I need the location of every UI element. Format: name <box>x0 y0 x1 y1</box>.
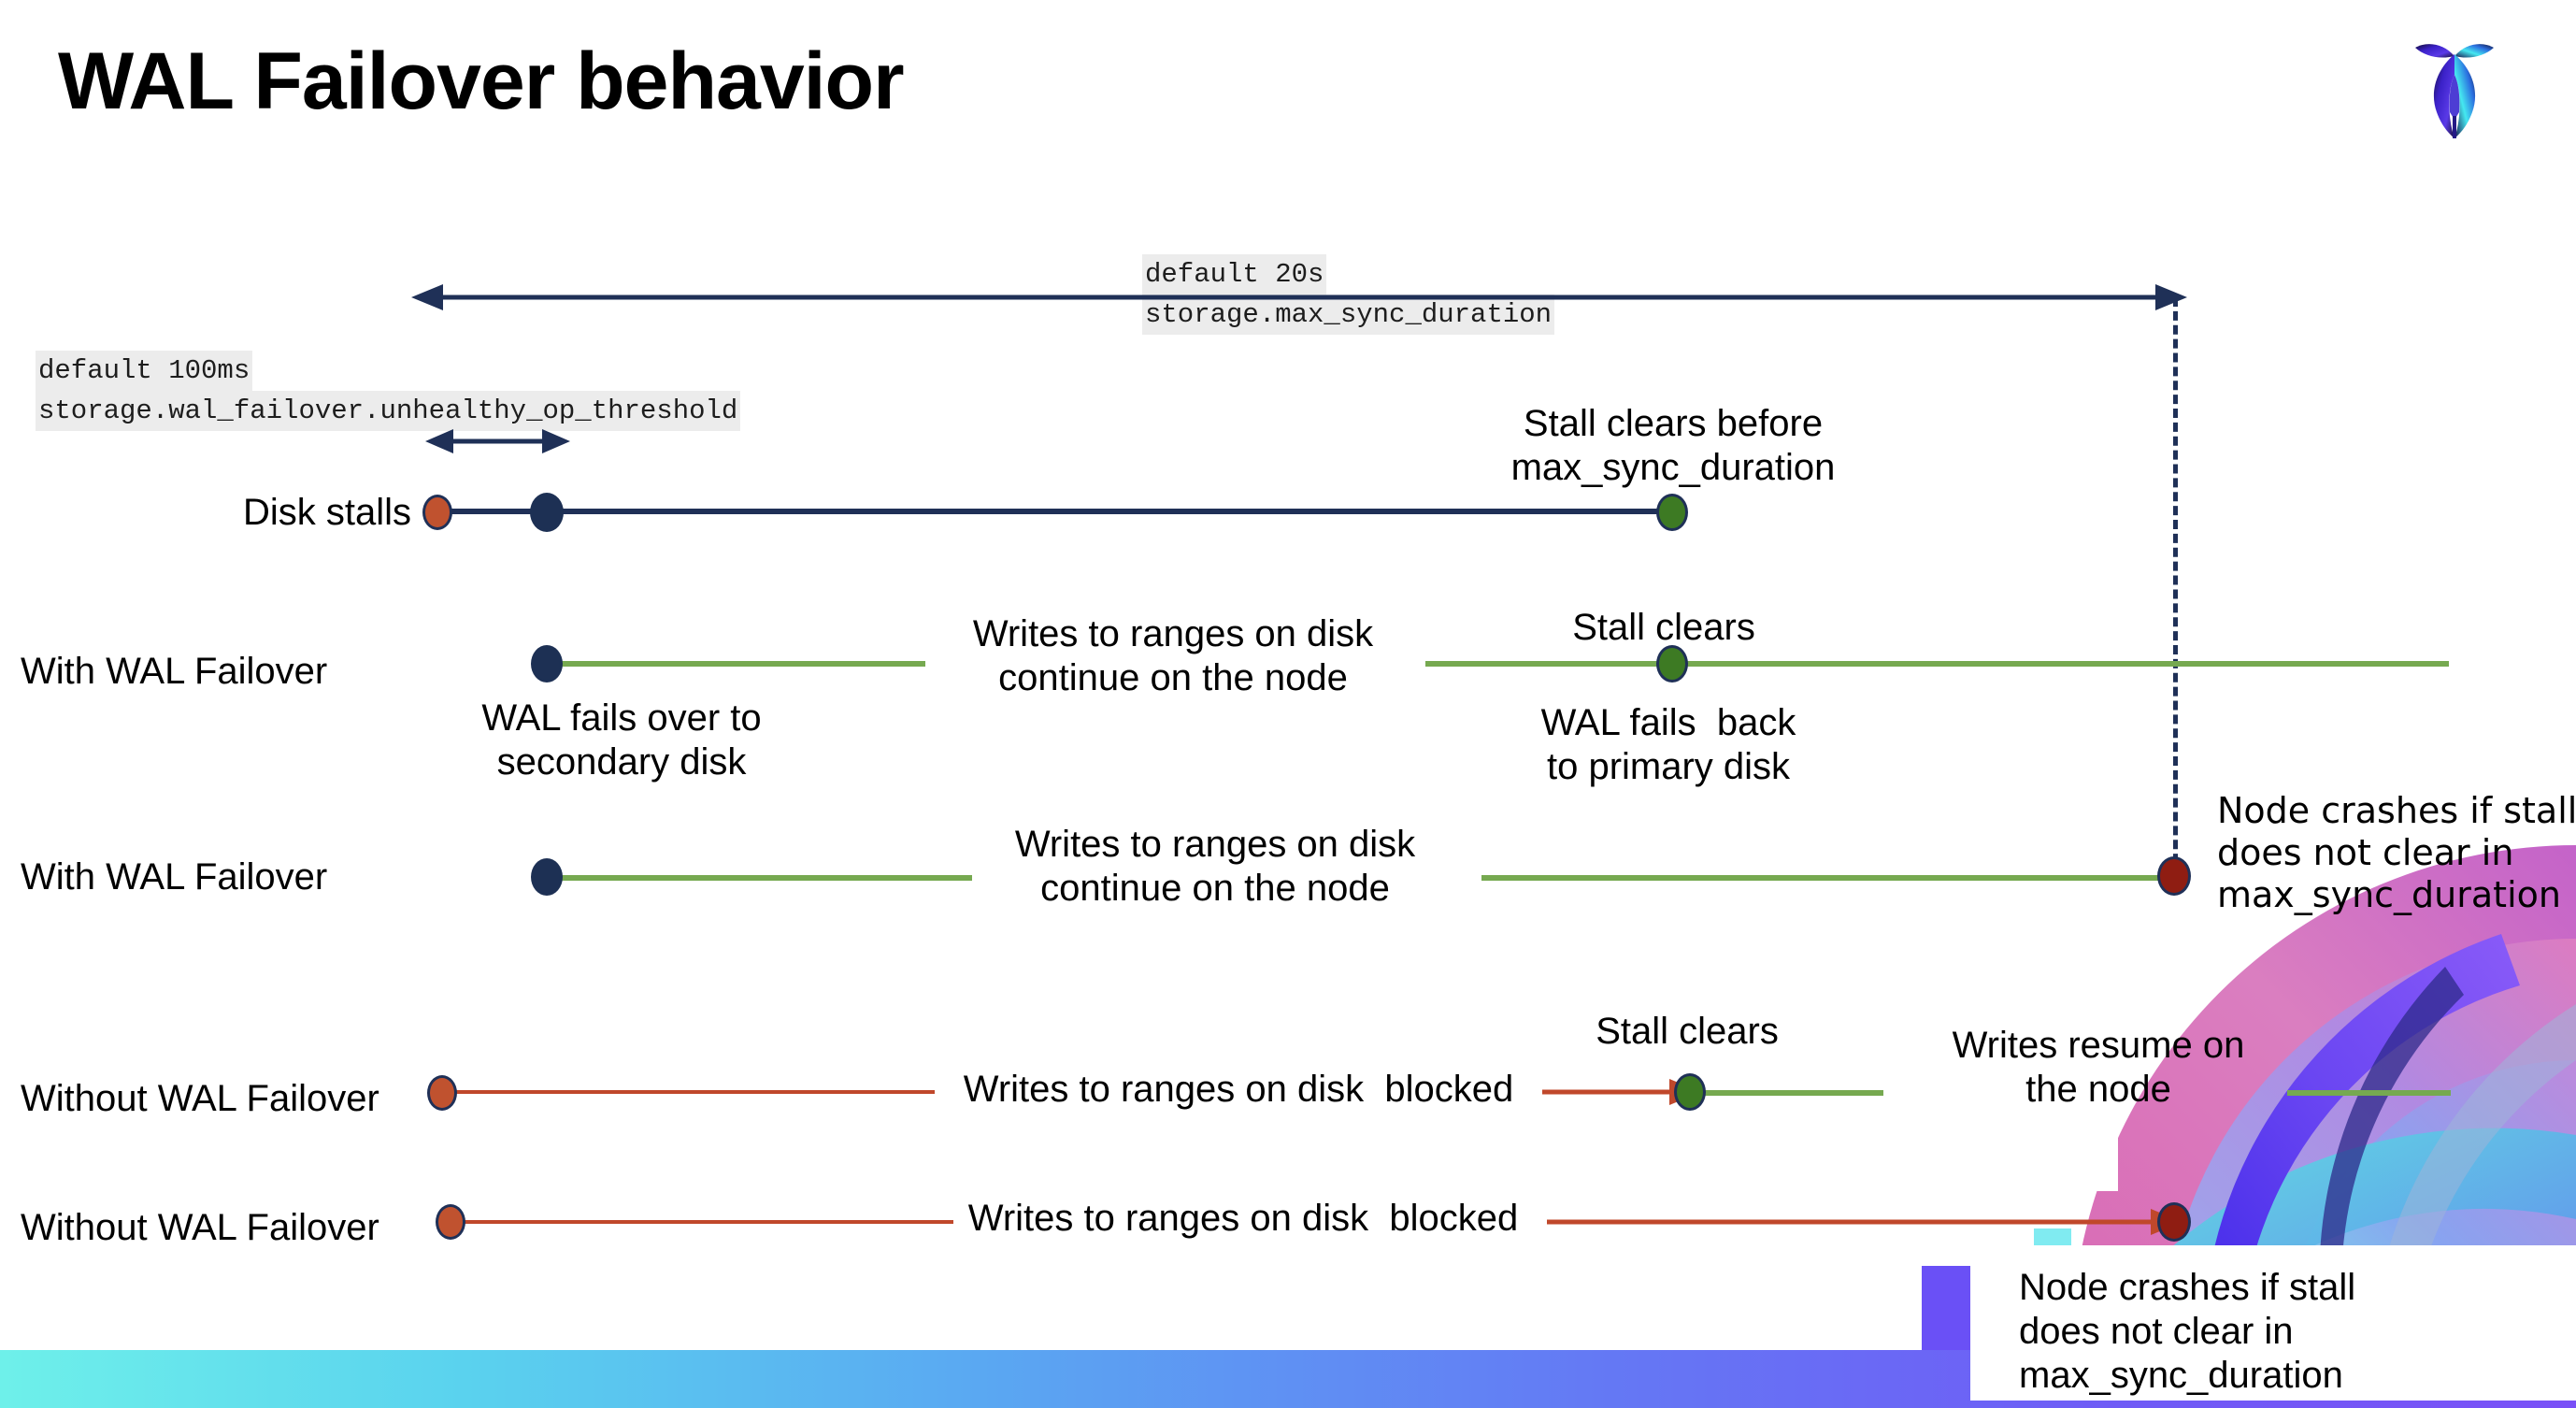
without-failover-2-blocked-line-a <box>458 1220 953 1224</box>
without-failover-1-resume-line-far <box>2287 1090 2451 1096</box>
note-writes-continue-2: Writes to ranges on disk continue on the… <box>1014 824 1416 910</box>
without-failover-2-crash-marker <box>2157 1202 2191 1242</box>
row-label-with-wal-failover-2: With WAL Failover <box>21 856 328 898</box>
row-label-without-wal-failover-2: Without WAL Failover <box>21 1207 379 1248</box>
with-failover-2-segment-b <box>1481 875 2173 881</box>
callout-max-sync-duration: default 20s storage.max_sync_duration <box>1142 254 1555 336</box>
crash-note-box: Node crashes if stall does not clear in … <box>1970 1245 2576 1401</box>
max-sync-duration-dashed-guide <box>2173 297 2178 877</box>
with-failover-1-segment-b <box>1425 661 2449 667</box>
without-failover-1-stall-start-marker <box>427 1075 457 1111</box>
note-node-crashes-1: Node crashes if stall does not clear in … <box>2217 790 2576 915</box>
row-label-disk-stalls: Disk stalls <box>242 492 411 533</box>
row-label-with-wal-failover-1: With WAL Failover <box>21 651 328 692</box>
callout-max-sync-default: default 20s <box>1142 254 1327 295</box>
note-writes-blocked-1: Writes to ranges on disk blocked <box>963 1069 1514 1110</box>
page-title: WAL Failover behavior <box>58 36 905 126</box>
max-sync-duration-span-arrow <box>411 279 2187 316</box>
callout-unhealthy-setting: storage.wal_failover.unhealthy_op_thresh… <box>36 391 741 432</box>
note-stall-clears-1: Stall clears <box>1572 607 1755 648</box>
without-failover-1-stall-clear-marker <box>1674 1073 1706 1111</box>
without-failover-1-blocked-line-a <box>449 1090 935 1094</box>
cockroachdb-logo-icon <box>2398 26 2511 143</box>
note-stall-clears-2: Stall clears <box>1596 1011 1779 1052</box>
with-failover-2-failover-marker <box>531 858 563 896</box>
disk-stall-failover-marker <box>530 493 564 532</box>
note-wal-fails-back: WAL fails back to primary disk <box>1540 702 1796 788</box>
with-failover-2-crash-marker <box>2157 856 2191 896</box>
disk-stalls-timeline <box>439 509 1673 514</box>
with-failover-2-segment-a <box>551 875 972 881</box>
note-wal-fails-over: WAL fails over to secondary disk <box>481 697 762 783</box>
without-failover-1-resume-line <box>1701 1090 1883 1096</box>
note-writes-continue-1: Writes to ranges on disk continue on the… <box>972 613 1374 699</box>
callout-unhealthy-default: default 100ms <box>36 351 253 392</box>
note-node-crashes-2: Node crashes if stall does not clear in … <box>2019 1267 2356 1397</box>
with-failover-1-failover-marker <box>531 645 563 682</box>
with-failover-1-stall-clear-marker <box>1656 645 1688 682</box>
without-failover-2-stall-start-marker <box>436 1204 465 1240</box>
note-writes-blocked-2: Writes to ranges on disk blocked <box>967 1198 1519 1239</box>
callout-unhealthy-op-threshold: default 100ms storage.wal_failover.unhea… <box>36 351 741 432</box>
without-failover-2-blocked-arrow <box>1547 1205 2182 1239</box>
note-writes-resume: Writes resume on the node <box>1952 1025 2245 1111</box>
unhealthy-op-threshold-span-arrow <box>425 425 570 457</box>
note-stall-clears-before-max-sync: Stall clears before max_sync_duration <box>1510 403 1836 489</box>
row-label-without-wal-failover-1: Without WAL Failover <box>21 1078 379 1119</box>
disk-stall-start-marker <box>422 495 452 530</box>
callout-max-sync-setting: storage.max_sync_duration <box>1142 295 1555 336</box>
with-failover-1-segment-a <box>551 661 925 667</box>
disk-stall-clear-marker <box>1656 494 1688 531</box>
